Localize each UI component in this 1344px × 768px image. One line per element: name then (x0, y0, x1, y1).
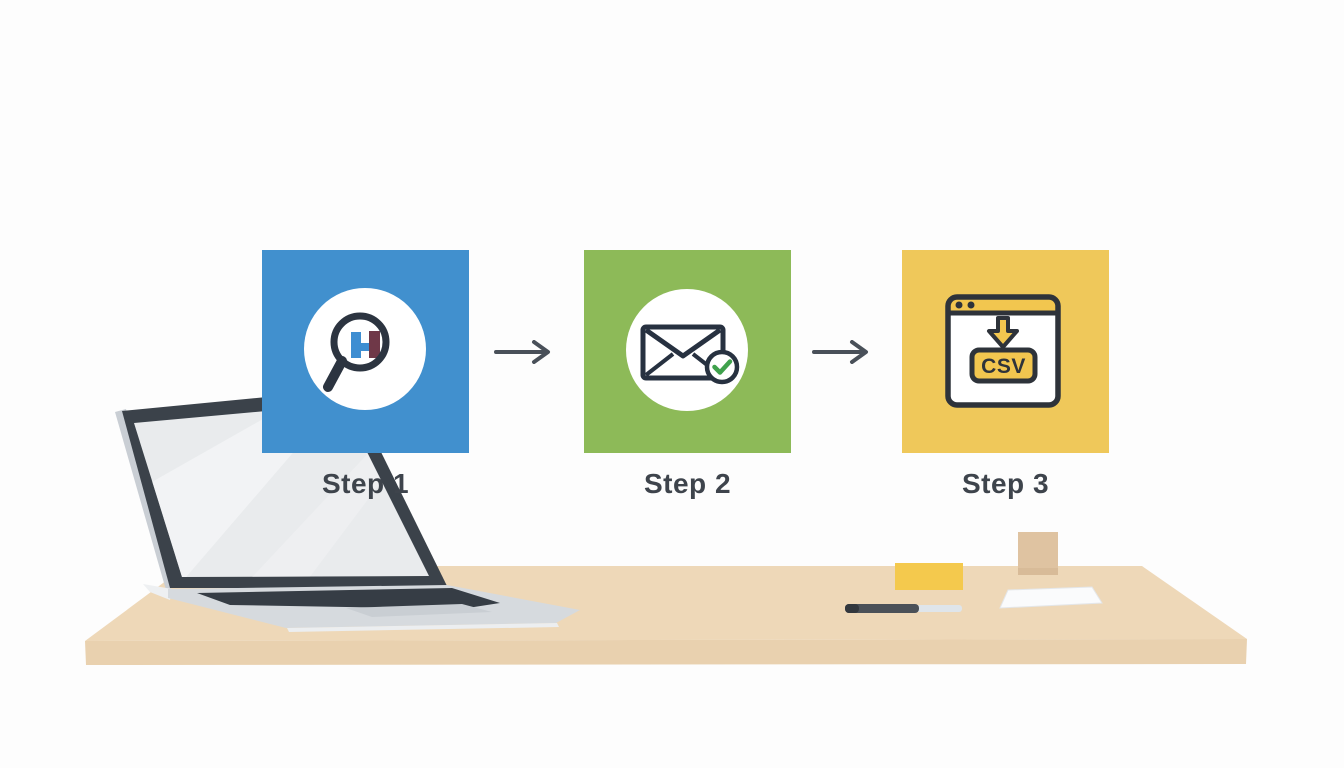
h-logo (351, 331, 380, 358)
step-1-label: Step 1 (321, 468, 410, 499)
arrow-step2-step3 (812, 340, 868, 364)
step-3-label: Step 3 (961, 468, 1050, 499)
step-1-card (262, 250, 469, 453)
sticky-note (895, 563, 963, 590)
magnifier-glass (323, 312, 390, 392)
paper-sheet (999, 586, 1103, 609)
storage-box (1018, 532, 1058, 575)
search-magnifier-logo-icon (304, 288, 426, 410)
step-2-label: Step 2 (643, 468, 732, 499)
csv-chip-label: CSV (981, 355, 1026, 378)
csv-download-icon: CSV (945, 294, 1061, 408)
csv-file-chip: CSV (969, 347, 1038, 384)
step-2-card (584, 250, 791, 453)
download-arrow-icon (987, 316, 1019, 349)
pen (845, 604, 962, 613)
step-3-card: CSV (902, 250, 1109, 453)
arrow-step1-step2 (494, 340, 550, 364)
email-verified-icon (626, 289, 748, 411)
check-badge-icon (704, 349, 740, 385)
